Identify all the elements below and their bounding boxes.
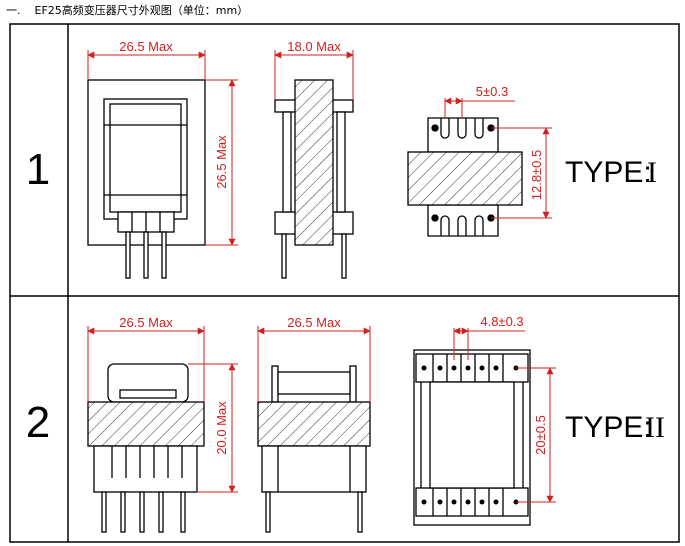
row2-bottom-height-label: 20±0.5 — [533, 415, 548, 455]
row2-side-dims — [257, 326, 371, 402]
row1-bottom-height-label: 12.8±0.5 — [529, 150, 544, 201]
table-frame — [9, 23, 680, 543]
row1-type-roman: I — [647, 156, 657, 189]
row1-side-dims — [274, 50, 354, 100]
row1-bottom-dims — [444, 97, 552, 219]
row1-type-label: TYPE: — [565, 156, 652, 189]
row1-pin-pitch-label: 5±0.3 — [476, 84, 508, 99]
row-number-1: 1 — [26, 145, 50, 194]
row2-type-roman: II — [645, 411, 665, 444]
row2-bottom-view — [413, 349, 531, 526]
row1-front-dims — [87, 50, 238, 246]
row2-front-dims — [87, 326, 238, 493]
row1-front-view — [87, 79, 206, 279]
row2-bottom-dims — [453, 327, 556, 503]
row2-pin-dots — [421, 365, 519, 505]
row2-pin-pitch-label: 4.8±0.3 — [480, 314, 523, 329]
row1-side-width-label: 18.0 Max — [287, 39, 341, 54]
title-prefix: 一. — [6, 4, 21, 17]
row1-bottom-view — [407, 117, 523, 237]
row2-side-width-label: 26.5 Max — [287, 315, 341, 330]
row1-front-height-label: 26.5 Max — [214, 135, 229, 189]
page-title: 一. EF25高频变压器尺寸外观图（单位：mm） — [6, 2, 248, 18]
row-number-2: 2 — [26, 398, 50, 447]
row1-front-width-label: 26.5 Max — [119, 39, 173, 54]
title-text: EF25高频变压器尺寸外观图（单位：mm） — [34, 4, 249, 17]
row2-front-width-label: 26.5 Max — [119, 315, 173, 330]
row2-side-view — [257, 365, 371, 533]
row2-type-label: TYPE: — [565, 411, 652, 444]
row2-front-height-label: 20.0 Max — [214, 401, 229, 455]
row2-front-view — [87, 363, 205, 533]
row1-side-view — [274, 79, 354, 279]
